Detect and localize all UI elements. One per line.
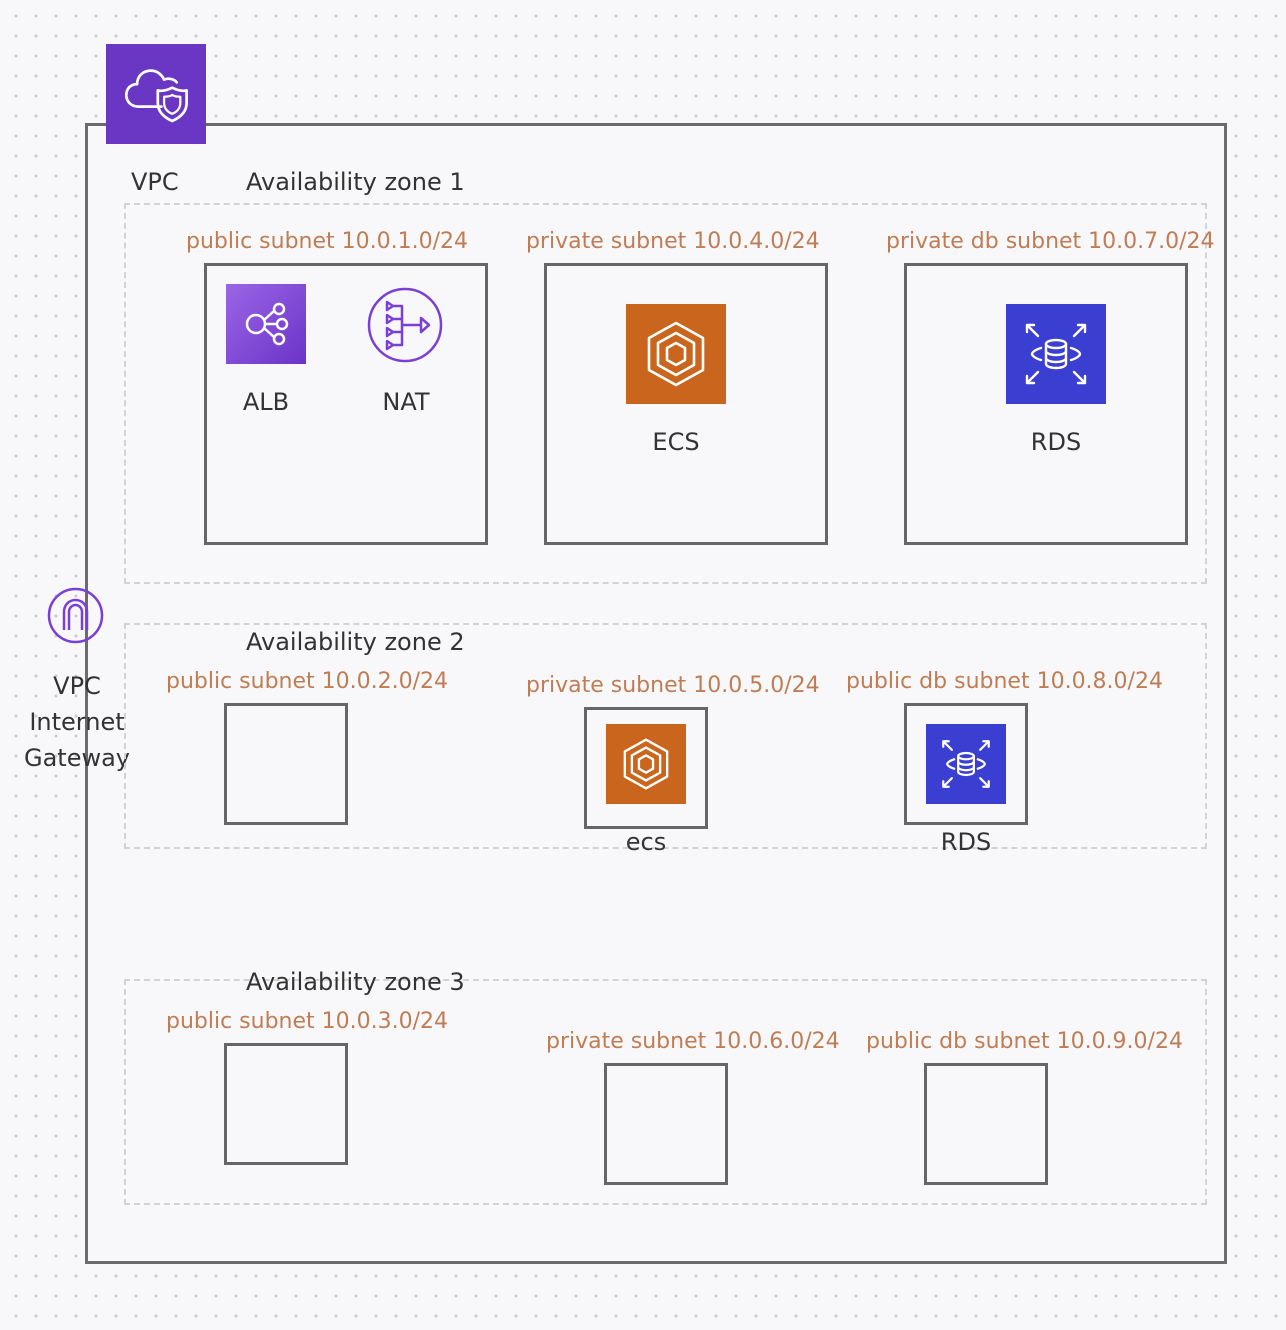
availability-zone-2 [124, 623, 1207, 849]
internet-gateway-icon [47, 587, 104, 644]
vpc-label: VPC [131, 168, 179, 196]
nat-gateway-icon [366, 286, 444, 364]
public-subnet-1 [204, 263, 488, 545]
igw-label-line-3: Gateway [23, 744, 131, 772]
subnet-label: public subnet 10.0.3.0/24 [166, 1009, 449, 1034]
rds-icon [1006, 304, 1106, 404]
subnet-label: public db subnet 10.0.8.0/24 [846, 669, 1163, 694]
public-subnet-3 [224, 1043, 348, 1165]
private-subnet-2 [584, 707, 708, 829]
ecs-icon [606, 724, 686, 804]
availability-zone-3 [124, 979, 1207, 1205]
availability-zone-3-title: Availability zone 3 [246, 968, 465, 996]
service-label: ecs [625, 828, 667, 856]
service-label: ECS [652, 428, 700, 456]
igw-label-line-2: Internet [29, 708, 125, 736]
service-label: RDS [940, 828, 992, 856]
public-subnet-2 [224, 703, 348, 825]
internet-gateway-label: VPC Internet Gateway [10, 668, 144, 776]
subnet-label: public db subnet 10.0.9.0/24 [866, 1029, 1183, 1054]
subnet-label: public subnet 10.0.1.0/24 [186, 229, 469, 254]
private-subnet-3 [604, 1063, 728, 1185]
availability-zone-1-title: Availability zone 1 [246, 168, 465, 196]
availability-zone-2-title: Availability zone 2 [246, 628, 465, 656]
load-balancer-icon [226, 284, 306, 364]
service-label: ALB [242, 388, 290, 416]
subnet-label: private subnet 10.0.4.0/24 [526, 229, 820, 254]
service-label: RDS [1030, 428, 1082, 456]
rds-icon [926, 724, 1006, 804]
subnet-label: public subnet 10.0.2.0/24 [166, 669, 449, 694]
private-db-subnet-1 [904, 263, 1188, 545]
availability-zone-1 [124, 203, 1207, 584]
service-label: NAT [382, 388, 430, 416]
subnet-label: private subnet 10.0.5.0/24 [526, 673, 820, 698]
vpc-cloud-shield-icon [106, 44, 206, 144]
subnet-label: private db subnet 10.0.7.0/24 [886, 229, 1215, 254]
ecs-icon [626, 304, 726, 404]
public-db-subnet-3 [924, 1063, 1048, 1185]
subnet-label: private subnet 10.0.6.0/24 [546, 1029, 840, 1054]
public-db-subnet-2 [904, 703, 1028, 825]
private-subnet-1 [544, 263, 828, 545]
igw-label-line-1: VPC [53, 672, 101, 700]
